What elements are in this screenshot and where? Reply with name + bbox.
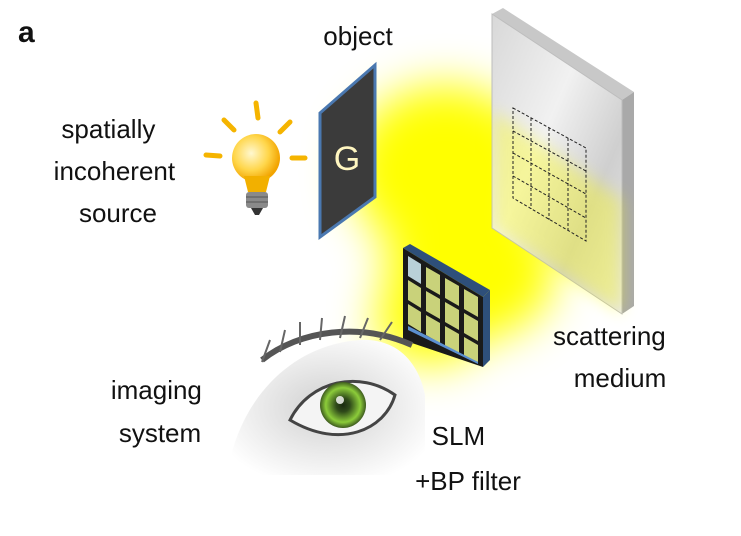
medium-label: scattering medium [553, 321, 673, 393]
slm-label: SLM +BP filter [415, 421, 521, 496]
scattering-medium [491, 8, 634, 315]
object-label: object [323, 21, 393, 51]
source-label: spatially incoherent source [54, 114, 183, 228]
panel-label: a [18, 16, 35, 49]
dashed-grid [512, 107, 587, 242]
object-letter: G [334, 140, 360, 178]
object-panel: G [318, 61, 377, 240]
eye-image [228, 315, 425, 475]
slm [403, 244, 490, 367]
light-bulb-icon [203, 100, 308, 215]
imaging-label: imaging system [111, 375, 209, 448]
